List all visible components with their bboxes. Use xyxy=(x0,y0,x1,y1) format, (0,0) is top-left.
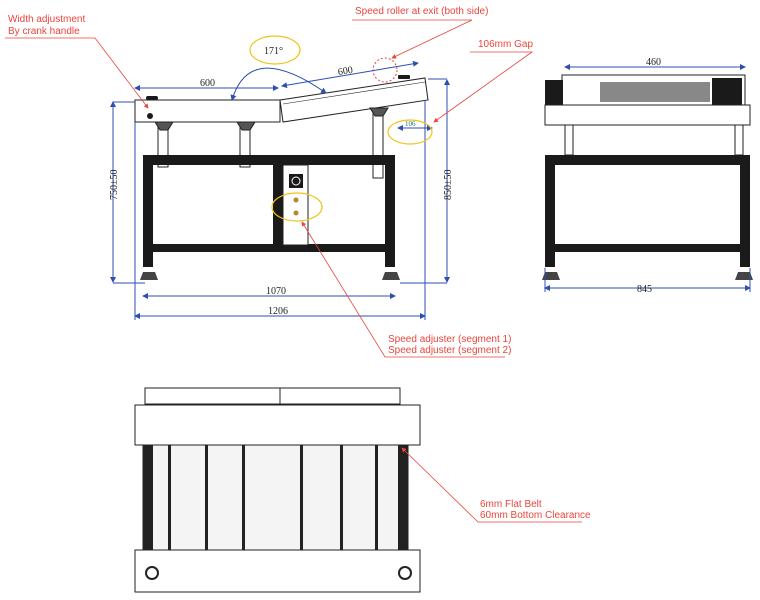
dim-angle: 171° xyxy=(264,46,283,57)
note-speed-roller: Speed roller at exit (both side) xyxy=(355,6,488,17)
dim-overall-width: 845 xyxy=(637,284,652,295)
note-bottom-clearance: 60mm Bottom Clearance xyxy=(480,510,591,521)
flat-conveyor-section xyxy=(134,99,281,123)
note-flat-belt: 6mm Flat Belt xyxy=(480,499,542,510)
crank-handle xyxy=(146,96,158,100)
power-switch-icon xyxy=(289,174,303,188)
dim-flat-length: 600 xyxy=(200,78,215,89)
note-crank-handle: By crank handle xyxy=(8,26,80,37)
note-gap: 106mm Gap xyxy=(478,39,533,50)
end-view: 460 845 xyxy=(542,57,753,295)
plan-view: 6mm Flat Belt 60mm Bottom Clearance xyxy=(134,387,591,593)
note-speed-adjuster-2: Speed adjuster (segment 2) xyxy=(388,345,511,356)
dim-height-in: 750±50 xyxy=(109,170,120,201)
inclined-conveyor-section xyxy=(279,77,429,123)
dim-height-out: 850±50 xyxy=(443,170,454,201)
dim-incline-length: 600 xyxy=(337,65,354,78)
dim-overall-length: 1206 xyxy=(268,306,288,317)
dim-leg-span: 1070 xyxy=(266,286,286,297)
side-view: 600 600 171° 750±50 850±50 1070 1206 106… xyxy=(5,6,533,358)
dim-belt-width: 460 xyxy=(646,57,661,68)
note-speed-adjuster-1: Speed adjuster (segment 1) xyxy=(388,334,511,345)
speed-adjuster-1 xyxy=(293,197,299,203)
speed-adjuster-2 xyxy=(293,210,299,216)
dim-gap: 106 xyxy=(405,120,416,128)
note-width-adjustment: Width adjustment xyxy=(8,14,85,25)
